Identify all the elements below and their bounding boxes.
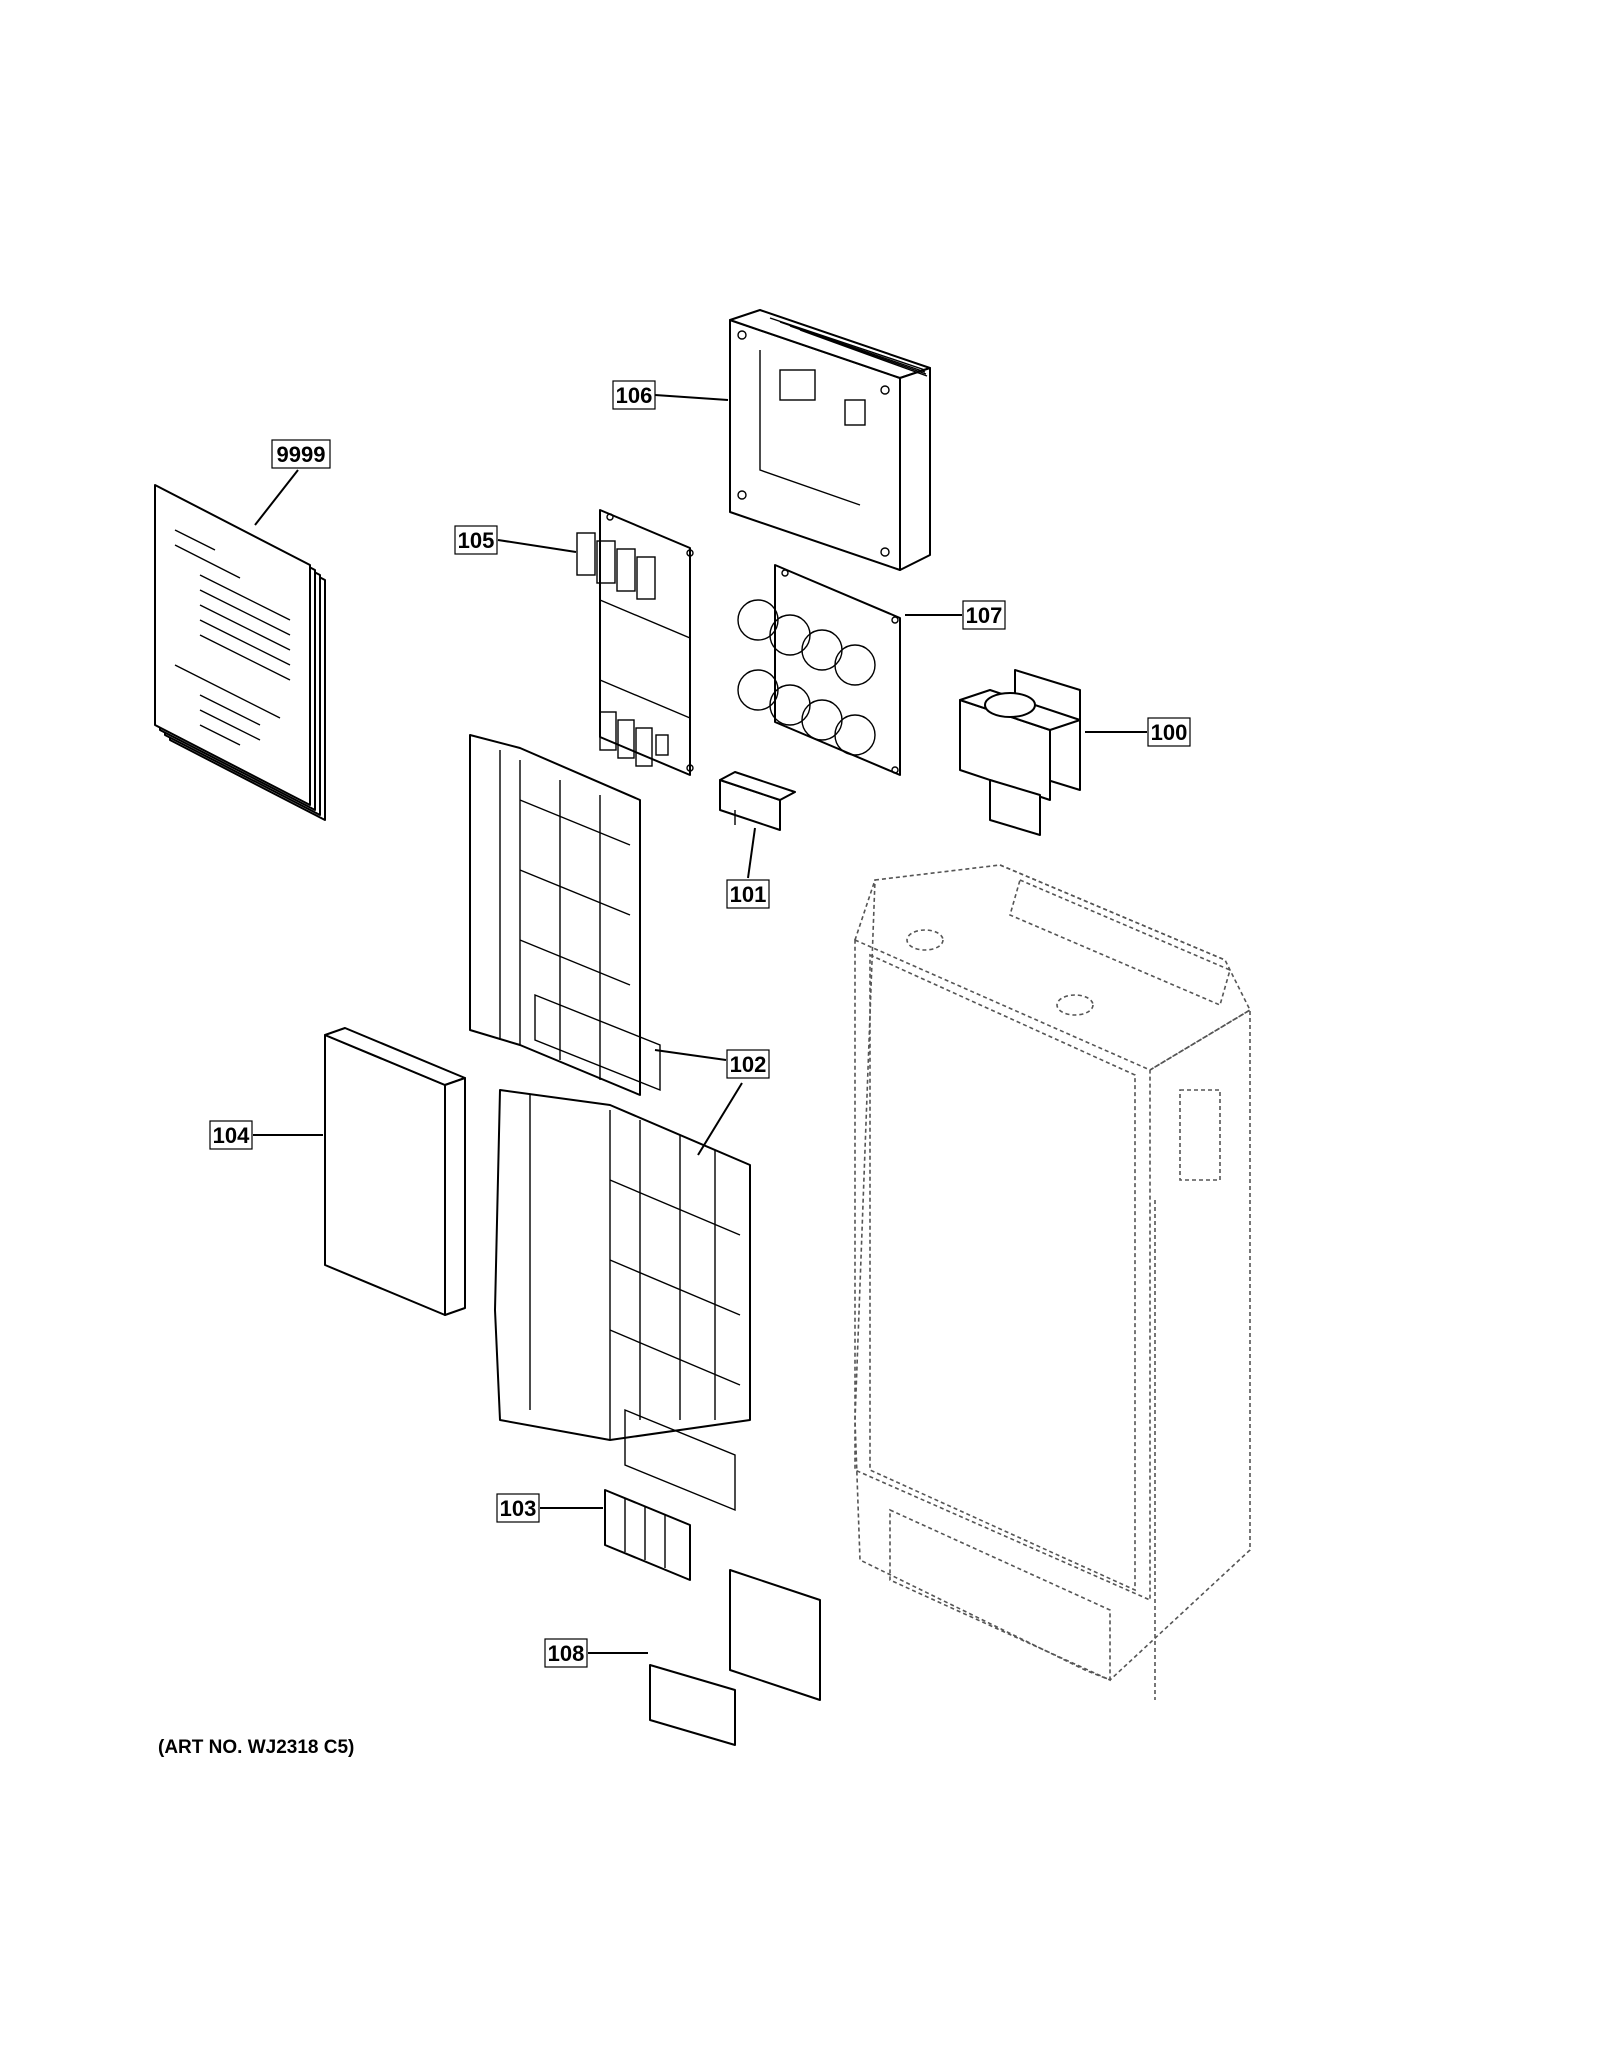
- leader-102b: [697, 1082, 743, 1156]
- svg-text:103: 103: [500, 1496, 537, 1521]
- callout-102: 102: [726, 1049, 770, 1079]
- callout-107: 107: [962, 600, 1006, 630]
- reference-cabinet-outline: [854, 864, 1251, 1700]
- part-102-upper-cover: [469, 734, 661, 1096]
- leader-106: [654, 394, 729, 401]
- callout-103: 103: [496, 1493, 540, 1523]
- art-number: (ART NO. WJ2318 C5): [158, 1737, 354, 1758]
- svg-text:106: 106: [616, 383, 653, 408]
- leader-9999: [254, 469, 299, 526]
- callout-108: 108: [544, 1638, 588, 1668]
- part-9999-manual-stack: [154, 484, 326, 821]
- svg-text:9999: 9999: [277, 442, 326, 467]
- callout-100: 100: [1147, 717, 1191, 747]
- callout-104: 104: [209, 1120, 253, 1150]
- part-102-lower-housing: [494, 1089, 751, 1512]
- svg-text:104: 104: [213, 1123, 250, 1148]
- part-101-bracket: [719, 771, 796, 831]
- svg-text:108: 108: [548, 1641, 585, 1666]
- part-105-control-board: [576, 509, 694, 776]
- part-100-transformer: [959, 669, 1081, 836]
- svg-text:107: 107: [966, 603, 1003, 628]
- svg-text:101: 101: [730, 882, 767, 907]
- leader-lines: [253, 394, 1147, 1654]
- svg-text:105: 105: [458, 528, 495, 553]
- leader-101: [747, 827, 756, 879]
- part-104-cover-box: [324, 1027, 466, 1316]
- part-106-heatsink-board: [729, 309, 931, 571]
- callout-106: 106: [612, 380, 656, 410]
- part-107-capacitor-board: [737, 564, 901, 776]
- callout-101: 101: [726, 879, 770, 909]
- part-108-small-cover: [649, 1569, 821, 1746]
- part-103-terminal-block: [604, 1489, 691, 1581]
- callout-105: 105: [454, 525, 498, 555]
- callout-9999: 9999: [271, 439, 331, 469]
- leader-105: [497, 539, 577, 553]
- svg-text:102: 102: [730, 1052, 767, 1077]
- svg-text:100: 100: [1151, 720, 1188, 745]
- leader-102a: [654, 1049, 727, 1061]
